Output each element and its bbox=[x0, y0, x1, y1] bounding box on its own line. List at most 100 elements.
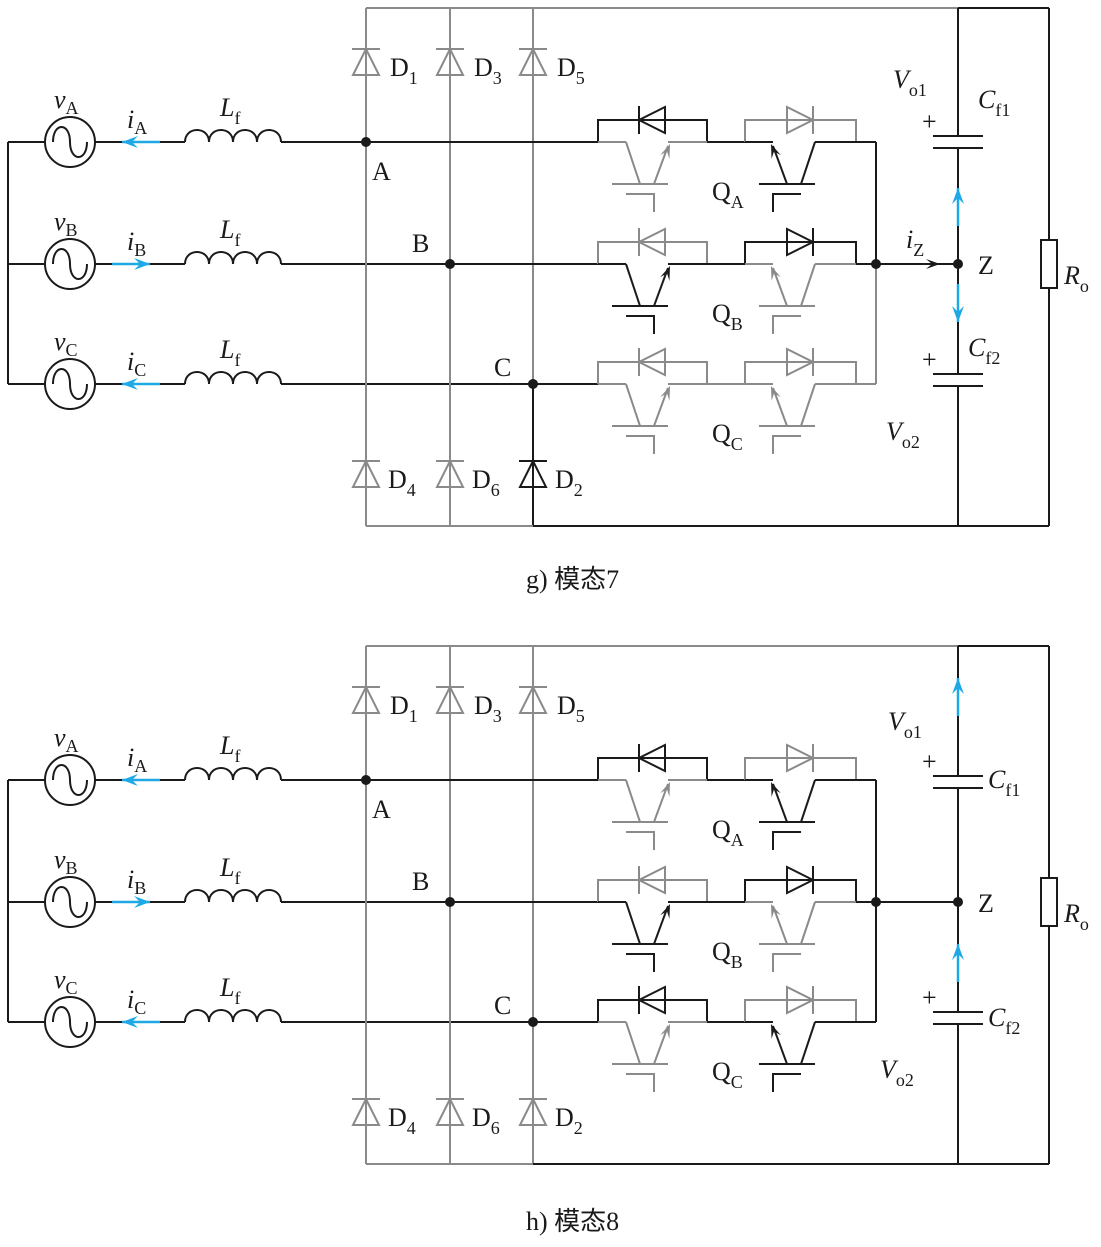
switch-label-main: Q bbox=[712, 419, 731, 448]
igbt-gate bbox=[772, 953, 801, 972]
igbt-gate bbox=[626, 193, 655, 212]
label-main: v bbox=[54, 965, 66, 994]
igbt-right bbox=[759, 383, 856, 454]
left-diode bbox=[636, 105, 666, 135]
igbt-emitter-arrow bbox=[660, 1024, 670, 1039]
diode-label-main: D bbox=[555, 465, 574, 494]
label-main: v bbox=[54, 207, 66, 236]
igbt-gate bbox=[772, 831, 801, 850]
igbt-right bbox=[759, 779, 856, 850]
diode-triangle bbox=[636, 865, 666, 895]
capacitor-label-main: C bbox=[988, 1003, 1006, 1032]
diode-triangle bbox=[636, 985, 666, 1015]
diode-triangle bbox=[351, 684, 381, 714]
label-main: v bbox=[54, 327, 66, 356]
cap-current-arrow-lower bbox=[952, 944, 964, 982]
ac-source-icon bbox=[44, 876, 96, 928]
output-voltage-label-sub: o1 bbox=[909, 80, 927, 100]
label-sub: A bbox=[134, 756, 147, 776]
diode-bottom-2 bbox=[518, 1096, 548, 1126]
switch-0: QA bbox=[597, 105, 876, 212]
diode-label: D4 bbox=[388, 1103, 416, 1138]
switch-label-main: Q bbox=[712, 937, 731, 966]
inductor-icon bbox=[184, 1009, 282, 1023]
ac-source-icon bbox=[44, 238, 96, 290]
source-voltage-label: vB bbox=[54, 845, 78, 878]
inductor-label: Lf bbox=[219, 973, 240, 1008]
diode-label-sub: 3 bbox=[493, 68, 502, 88]
switch-label: QA bbox=[712, 815, 744, 850]
igbt-gate bbox=[772, 435, 801, 454]
diode-triangle bbox=[786, 227, 816, 257]
igbt-left bbox=[598, 779, 707, 850]
diode-bottom-1 bbox=[435, 458, 465, 488]
right-diode bbox=[786, 985, 816, 1015]
diode-label-main: D bbox=[390, 691, 409, 720]
igbt-emitter bbox=[653, 783, 669, 823]
diode-label: D3 bbox=[474, 691, 502, 726]
capacitor-1: + bbox=[922, 983, 983, 1025]
current-arrow-head bbox=[122, 774, 138, 786]
inductor-icon bbox=[184, 251, 282, 265]
node-label-b: B bbox=[412, 867, 429, 896]
sine-wave bbox=[52, 1006, 88, 1038]
right-diode bbox=[786, 865, 816, 895]
inductor-label-sub: f bbox=[234, 108, 240, 128]
label-main: v bbox=[54, 85, 66, 114]
left-diode bbox=[636, 347, 666, 377]
capacitor-label: Cf2 bbox=[968, 333, 1000, 368]
output-voltage-label: Vo1 bbox=[888, 707, 922, 742]
switch-2: QC bbox=[597, 347, 876, 454]
label-sub: A bbox=[66, 98, 79, 118]
switch-label-sub: C bbox=[731, 434, 743, 454]
current-arrow-head bbox=[134, 258, 150, 270]
resistor-label-main: R bbox=[1063, 261, 1080, 290]
inductor-coil bbox=[184, 889, 282, 903]
diode-triangle bbox=[786, 347, 816, 377]
igbt-left bbox=[598, 901, 707, 972]
node-label-b: B bbox=[412, 229, 429, 258]
diode-triangle bbox=[351, 458, 381, 488]
left-diode bbox=[636, 865, 666, 895]
resistor-label-main: R bbox=[1063, 899, 1080, 928]
label-main: i bbox=[127, 743, 134, 772]
igbt-emitter bbox=[772, 267, 788, 307]
igbt-collector bbox=[800, 263, 816, 307]
igbt-emitter bbox=[653, 145, 669, 185]
output-voltage-label: Vo2 bbox=[880, 1055, 914, 1090]
igbt-emitter-arrow bbox=[771, 144, 781, 159]
inductor-icon bbox=[184, 889, 282, 903]
inductor-icon bbox=[184, 129, 282, 143]
switch-label: QA bbox=[712, 177, 744, 212]
diode-triangle bbox=[636, 105, 666, 135]
plus-sign: + bbox=[922, 983, 937, 1012]
igbt-gate bbox=[772, 193, 801, 212]
phase-current-arrow bbox=[112, 896, 150, 908]
diode-triangle bbox=[636, 347, 666, 377]
igbt-emitter-arrow bbox=[660, 904, 670, 919]
iz-label: iZ bbox=[906, 225, 924, 260]
diode-triangle bbox=[435, 46, 465, 76]
output-voltage-label: Vo1 bbox=[893, 65, 927, 100]
right-diode bbox=[786, 743, 816, 773]
node-label-z: Z bbox=[978, 251, 994, 280]
panel-caption: h) 模态8 bbox=[526, 1207, 619, 1236]
switch-0: QA bbox=[597, 743, 876, 850]
plus-sign: + bbox=[922, 747, 937, 776]
igbt-right bbox=[759, 901, 856, 972]
inductor-label-main: L bbox=[219, 973, 234, 1002]
diode-label: D4 bbox=[388, 465, 416, 500]
diode-label-sub: 4 bbox=[407, 480, 416, 500]
right-diode-loop bbox=[744, 241, 857, 264]
diode-label-main: D bbox=[472, 1103, 491, 1132]
switch-label: QC bbox=[712, 419, 743, 454]
diode-label-main: D bbox=[474, 691, 493, 720]
output-voltage-label-main: V bbox=[888, 707, 907, 736]
phase-current-arrow bbox=[122, 1016, 160, 1028]
switch-label: QB bbox=[712, 937, 743, 972]
output-voltage-label-main: V bbox=[893, 65, 912, 94]
